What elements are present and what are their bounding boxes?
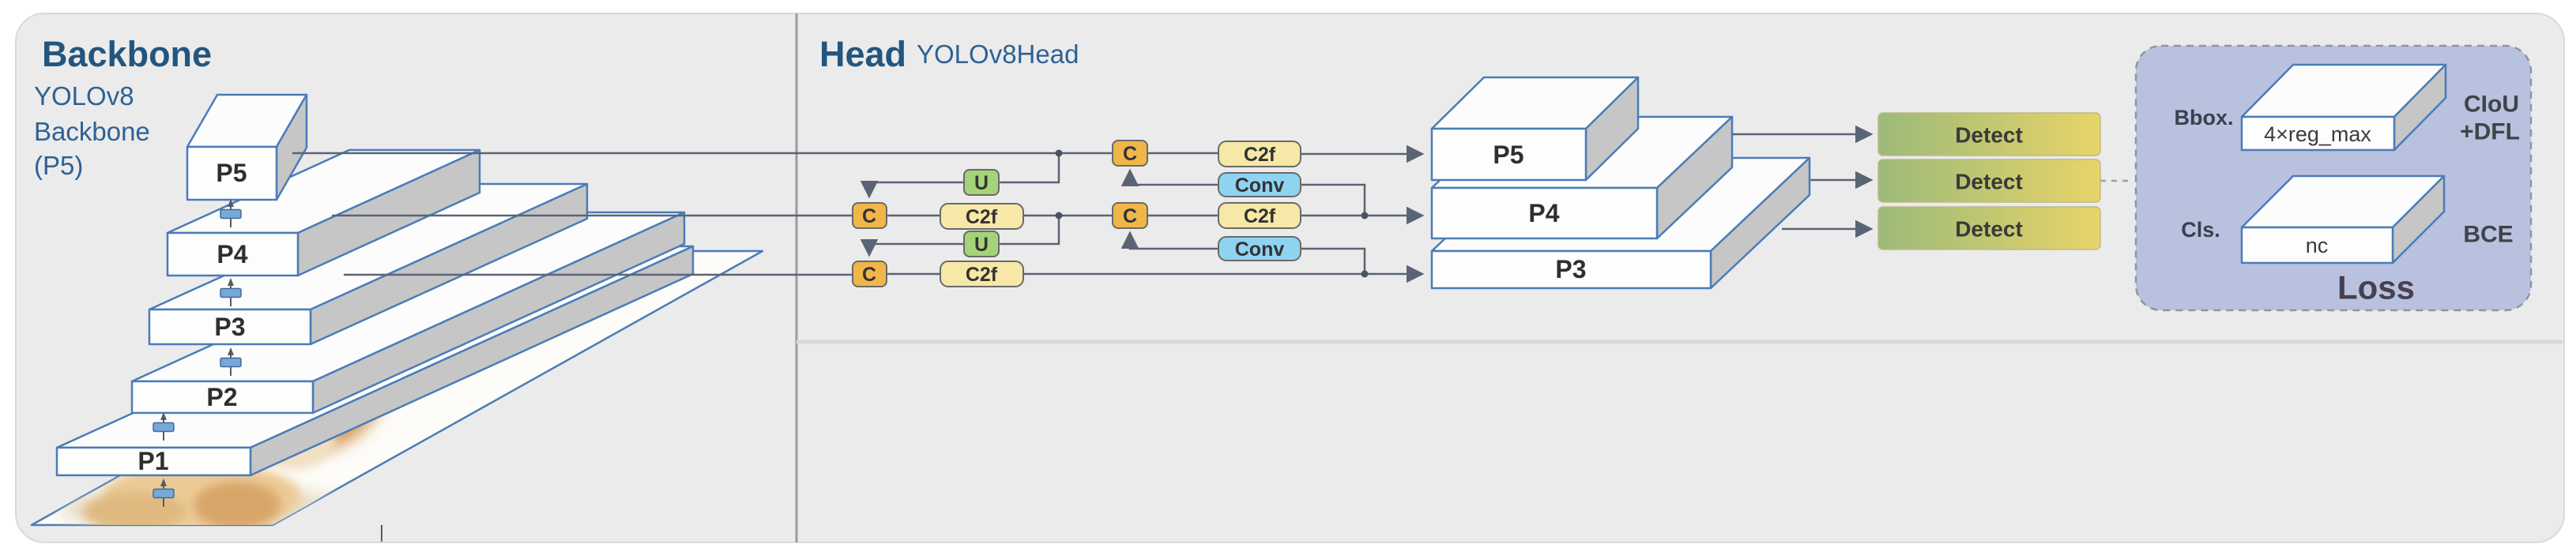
ciou-label-line2: +DFL: [2460, 119, 2520, 145]
c2f-node: C2f: [940, 261, 1024, 287]
upsample-node-label: U: [974, 234, 989, 256]
junction-dot: [1055, 212, 1063, 219]
detect-label: Detect: [1955, 170, 2023, 194]
conv-node-label: Conv: [1235, 238, 1285, 261]
head-subtitle: YOLOv8Head: [917, 39, 1079, 69]
junction-dot: [1361, 212, 1369, 219]
upsample-node: U: [963, 169, 1000, 196]
backbone-level-label-p1: P1: [137, 447, 168, 475]
detect-label: Detect: [1955, 217, 2023, 242]
reg-max-label: 4×reg_max: [2264, 122, 2371, 146]
junction-dot: [1361, 270, 1369, 278]
downsample-icon: [220, 278, 242, 306]
conv-node: Conv: [1218, 172, 1301, 197]
concat-node: C: [852, 261, 887, 287]
downsample-icon: [153, 412, 175, 441]
head-layer-p5: P5: [1430, 76, 1640, 182]
cls-output-slab: nc: [2240, 174, 2446, 264]
backbone-subtitle-line2: Backbone: [34, 117, 150, 146]
detect-box: Detect: [1877, 206, 2101, 250]
downsample-icon: [220, 347, 242, 376]
nc-label: nc: [2306, 234, 2329, 257]
concat-node: C: [1112, 140, 1148, 167]
downsample-icons: [153, 199, 382, 542]
bbox-output-slab: 4×reg_max: [2240, 63, 2447, 152]
concat-node-label: C: [1123, 143, 1137, 165]
head-nodes: C C2f U Conv C C2f C C2f: [852, 140, 1301, 287]
backbone-layer-p5: P5: [186, 93, 308, 201]
backbone-subtitle-line3: (P5): [34, 151, 83, 180]
head-level-label-p3: P3: [1555, 255, 1586, 283]
cls-branch-label: Cls.: [2181, 218, 2220, 242]
concat-node-label: C: [862, 205, 876, 227]
backbone-level-label-p4: P4: [217, 240, 247, 268]
bce-label: BCE: [2463, 222, 2513, 248]
backbone-subtitle-line1: YOLOv8: [34, 81, 134, 111]
backbone-title: Backbone: [42, 34, 212, 74]
c2f-node: C2f: [1218, 141, 1301, 167]
c2f-node: C2f: [1218, 202, 1301, 229]
concat-node-label: C: [1123, 205, 1137, 227]
concat-node-label: C: [862, 264, 876, 286]
upsample-node: U: [963, 231, 1000, 257]
loss-title: Loss: [2337, 269, 2415, 306]
c2f-node-label: C2f: [1244, 144, 1276, 166]
ciou-label-line1: CIoU: [2464, 92, 2519, 118]
head-level-label-p5: P5: [1493, 141, 1523, 169]
upsample-node-label: U: [974, 172, 989, 194]
downsample-icon: [220, 199, 242, 227]
c2f-node: C2f: [940, 203, 1024, 230]
downsample-icon: [153, 478, 175, 507]
backbone-level-label-p2: P2: [206, 383, 237, 411]
detect-label: Detect: [1955, 123, 2023, 148]
backbone-layer-p4: P4: [166, 148, 481, 277]
backbone-level-label-p5: P5: [216, 159, 247, 187]
head-title: Head: [819, 34, 906, 74]
detect-box: Detect: [1877, 159, 2101, 203]
concat-node: C: [852, 202, 887, 229]
detect-box: Detect: [1877, 112, 2101, 156]
backbone-level-label-p3: P3: [214, 313, 245, 341]
head-level-label-p4: P4: [1528, 199, 1559, 227]
c2f-node-label: C2f: [966, 206, 998, 228]
junction-dot: [1055, 149, 1063, 157]
concat-node: C: [1112, 202, 1148, 229]
bbox-branch-label: Bbox.: [2174, 106, 2233, 129]
c2f-node-label: C2f: [1244, 205, 1276, 227]
conv-node: Conv: [1218, 236, 1301, 261]
c2f-node-label: C2f: [966, 264, 998, 286]
conv-node-label: Conv: [1235, 174, 1285, 197]
